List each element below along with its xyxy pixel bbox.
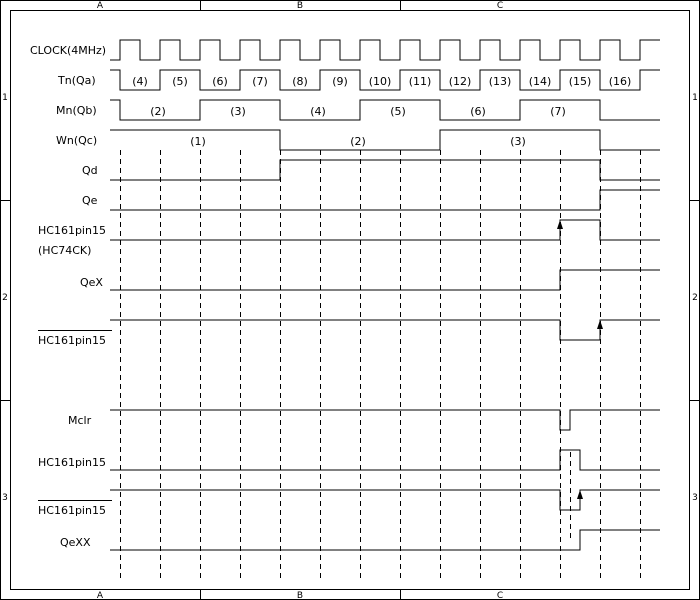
- signal-label-mclr: Mclr: [68, 414, 92, 427]
- time-guides: [120, 150, 641, 578]
- edge-arrow-hc161-pin15-bar-second: [577, 490, 583, 499]
- waveform-wn: [110, 129, 660, 151]
- tn-count-label: (14): [529, 75, 552, 88]
- zone-row-2-right: 2: [692, 293, 698, 303]
- waveform-hc161-pin15-bar-second: [110, 489, 660, 511]
- tn-count-label: (6): [212, 75, 228, 88]
- overbars: [38, 330, 112, 501]
- waveform-hc161-pin15-bar: [110, 319, 660, 341]
- tn-count-label: (5): [172, 75, 188, 88]
- waveform-mclr: [110, 409, 660, 431]
- waveform-qe: [110, 189, 660, 211]
- waveform-clock: [110, 39, 660, 61]
- tn-count-label: (13): [489, 75, 512, 88]
- zone-col-c-top: C: [497, 1, 503, 11]
- edge-arrow-hc161-pin15-bar: [597, 320, 603, 329]
- signal-label-qex: QeX: [80, 276, 103, 289]
- tn-count-label: (10): [369, 75, 392, 88]
- edge-arrow-hc74ck: [557, 220, 563, 229]
- signal-label-qd: Qd: [82, 164, 98, 177]
- tn-count-label: (9): [332, 75, 348, 88]
- waveform-hc161-pin15-second: [110, 449, 660, 471]
- zone-row-1-right: 1: [692, 93, 698, 103]
- tn-count-label: (4): [132, 75, 148, 88]
- mn-count-label: (2): [150, 105, 166, 118]
- waveform-qex: [110, 269, 660, 291]
- signal-label-hc161-pin15: HC161pin15: [38, 224, 106, 237]
- tn-count-label: (11): [409, 75, 432, 88]
- zone-row-2-left: 2: [2, 293, 8, 303]
- tn-count-label: (7): [252, 75, 268, 88]
- signal-label-qe: Qe: [82, 194, 98, 207]
- waveform-qd: [110, 159, 660, 181]
- zone-col-a-top: A: [97, 1, 104, 11]
- mn-count-label: (3): [230, 105, 246, 118]
- tn-count-label: (8): [292, 75, 308, 88]
- signal-label-clock: CLOCK(4MHz): [30, 44, 106, 57]
- mn-count-label: (6): [470, 105, 486, 118]
- signal-label-qexx: QeXX: [60, 536, 91, 549]
- mn-count-label: (4): [310, 105, 326, 118]
- zone-col-a-bottom: A: [97, 591, 104, 600]
- wn-count-label: (2): [350, 135, 366, 148]
- mn-count-label: (5): [390, 105, 406, 118]
- waveform-tn: [110, 69, 660, 91]
- wn-count-label: (1): [190, 135, 206, 148]
- signal-label-hc161-pin15-second: HC161pin15: [38, 456, 106, 469]
- signal-label-mn: Mn(Qb): [56, 104, 97, 117]
- waveform-hc161-pin15: [110, 219, 660, 241]
- mn-count-label: (7): [550, 105, 566, 118]
- zone-row-1-left: 1: [2, 93, 8, 103]
- zone-col-c-bottom: C: [497, 591, 503, 600]
- signal-label-tn: Tn(Qa): [57, 74, 96, 87]
- waveform-qexx: [110, 529, 660, 551]
- zone-col-b-top: B: [297, 1, 303, 11]
- zone-row-3-right: 3: [692, 493, 698, 503]
- zone-row-3-left: 3: [2, 493, 8, 503]
- signal-label-hc161-pin15-bar-second: HC161pin15: [38, 504, 106, 517]
- signal-label-wn: Wn(Qc): [56, 134, 97, 147]
- wn-count-label: (3): [510, 135, 526, 148]
- waveform-mn: [110, 99, 660, 121]
- signal-label-hc74ck: (HC74CK): [38, 244, 91, 257]
- zone-col-b-bottom: B: [297, 591, 303, 600]
- tn-count-label: (15): [569, 75, 592, 88]
- tn-count-label: (16): [609, 75, 632, 88]
- tn-count-label: (12): [449, 75, 472, 88]
- signal-label-hc161-pin15-bar: HC161pin15: [38, 334, 106, 347]
